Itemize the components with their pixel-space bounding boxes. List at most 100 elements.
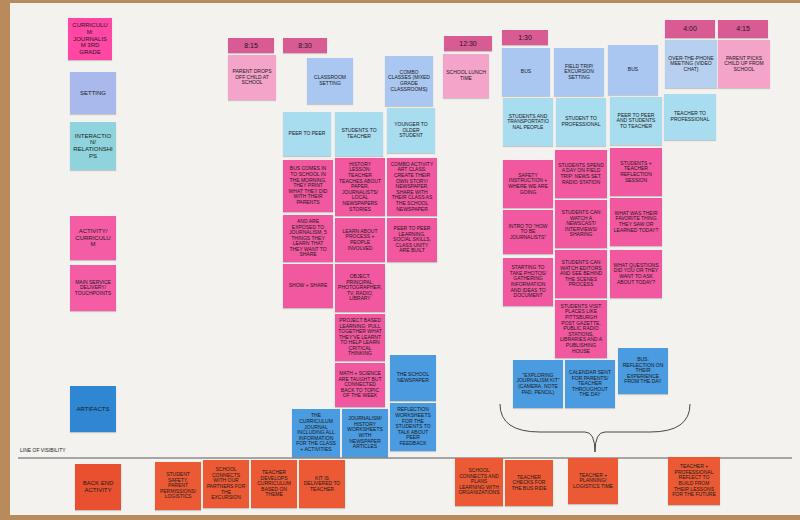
note-text: REFLECTION WORKSHEETS FOR THE STUDENTS T… — [393, 407, 433, 446]
sticky-note: 8:30 — [283, 38, 327, 53]
sticky-note: PARENT DROPS OFF CHILD AT SCHOOL — [228, 55, 276, 100]
note-text: BUS — [611, 67, 655, 73]
note-text: STUDENTS TO TEACHER — [338, 128, 380, 139]
sticky-note: SETTING — [70, 72, 116, 114]
sticky-note: WHAT QUESTIONS DID YOU OR THEY WANT TO A… — [610, 250, 662, 298]
note-text: PEER TO PEER LEARNING, SOCIAL SKILLS, CL… — [390, 226, 434, 254]
note-text: ACTIVITY/ CURRICULUM — [73, 228, 113, 248]
note-text: INTERACTION/ RELATIONSHIPS — [73, 133, 113, 160]
sticky-note: THE SCHOOL NEWSPAPER — [390, 355, 436, 401]
sticky-note: BACK END ACTIVITY — [75, 464, 121, 510]
note-text: TEACHER + PROFESSIONAL REFLECT TO BUILD … — [671, 464, 717, 498]
sticky-note: CURRICULUM: JOURNALISM 3RD GRADE — [68, 18, 112, 60]
note-text: YOUNGER TO OLDER STUDENT — [390, 122, 432, 139]
note-text: WHAT QUESTIONS DID YOU OR THEY WANT TO A… — [613, 263, 659, 285]
sticky-note: STUDENT SAFETY, PARENT PERMISSIONS/ LOGI… — [155, 462, 201, 510]
note-text: SCHOOL LUNCH TIME — [446, 70, 486, 81]
sticky-note: ACTIVITY/ CURRICULUM — [70, 216, 116, 260]
note-text: OVER-THE-PHONE MEETING (VIDEO CHAT) — [668, 56, 714, 73]
sticky-note: SHOW + SHARE — [283, 264, 333, 308]
note-text: 8:30 — [286, 42, 324, 50]
note-text: WHAT WAS THEIR FAVORITE THING THEY SAW O… — [613, 211, 659, 233]
note-text: CLASSROOM SETTING — [310, 75, 350, 86]
sticky-note: STUDENTS CAN WATCH EDITORS AND SEE BEHIN… — [555, 250, 607, 298]
note-text: TEACHER DEVELOPS CURRICULUM BASED ON THE… — [254, 470, 294, 498]
sticky-note: STUDENTS AND TRANSPORTATIONAL PEOPLE — [503, 98, 553, 146]
sticky-note: YOUNGER TO OLDER STUDENT — [387, 108, 435, 153]
note-text: PARENT DROPS OFF CHILD AT SCHOOL — [231, 69, 273, 86]
note-text: TEACHER TO PROFESSIONAL — [667, 111, 713, 122]
note-text: FIELD TRIP/ EXCURSION SETTING — [557, 64, 601, 81]
bracket — [500, 404, 690, 452]
note-text: TEACHER + PLANNING/ LOGISTICS TIME — [571, 473, 615, 490]
note-text: AND ARE EXPOSED TO JOURNALISM, 5 THINGS … — [286, 219, 330, 258]
note-text: COMBO CLASSES (MIXED GRADE CLASSROOMS) — [388, 70, 430, 92]
note-text: CURRICULUM: JOURNALISM 3RD GRADE — [71, 22, 109, 56]
note-text: LEARN ABOUT PROCESS + PEOPLE INVOLVED — [338, 229, 382, 251]
sticky-note: SCHOOL CONNECTS AND PLANS LEARNING WITH … — [455, 458, 503, 506]
sticky-note: TEACHER DEVELOPS CURRICULUM BASED ON THE… — [251, 460, 297, 508]
note-text: PARENT PICKS CHILD UP FROM SCHOOL — [721, 56, 767, 73]
sticky-note: REFLECTION WORKSHEETS FOR THE STUDENTS T… — [390, 403, 436, 451]
sticky-note: TEACHER + PROFESSIONAL REFLECT TO BUILD … — [668, 457, 720, 505]
sticky-note: JOURNALISM/ HISTORY WORKSHEETS WITH NEWS… — [342, 409, 388, 457]
sticky-note: TEACHER + PLANNING/ LOGISTICS TIME — [568, 458, 618, 504]
note-text: BUS — [505, 69, 547, 75]
note-text: CALENDAR SENT FOR PARENTS/ TEACHER THROU… — [568, 370, 612, 398]
sticky-note: 1:30 — [502, 30, 548, 45]
note-text: STUDENTS CAN WATCH A NEWSCAST/ INTERVIEW… — [558, 210, 604, 238]
sticky-note: STUDENTS SPEND A DAY ON FIELD TRIP: NEWS… — [555, 150, 607, 198]
note-text: STUDENTS CAN WATCH EDITORS AND SEE BEHIN… — [558, 260, 604, 288]
note-text: SHOW + SHARE — [286, 283, 330, 289]
sticky-note: STARTING TO TAKE PHOTOS/ GATHERING INFOR… — [503, 258, 553, 306]
note-text: MAIN SERVICE DELIVERY/ TOUCHPOINTS — [73, 280, 113, 297]
sticky-note: 12:30 — [444, 36, 492, 51]
note-text: STUDENTS SPEND A DAY ON FIELD TRIP: NEWS… — [558, 163, 604, 185]
note-text: 4:00 — [668, 25, 712, 33]
sticky-note: 4:15 — [718, 20, 768, 38]
sticky-note: BUS — [608, 45, 658, 95]
note-text: BUS: REFLECTION ON THEIR EXPERIENCE FROM… — [621, 357, 665, 385]
sticky-note: COMBO CLASSES (MIXED GRADE CLASSROOMS) — [385, 56, 433, 106]
note-text: BACK END ACTIVITY — [78, 480, 118, 493]
note-text: OBJECT: PRINCIPAL, PHOTOGRAPHER, TV, RAD… — [338, 274, 382, 302]
sticky-note: CLASSROOM SETTING — [307, 58, 353, 104]
sticky-note: MATH + SCIENCE ARE TAUGHT BUT CONNECTED … — [335, 363, 385, 407]
sticky-note: HISTORY LESSON: TEACHER TEACHES ABOUT PA… — [335, 158, 385, 216]
sticky-note: THE CURRICULUM JOURNAL INCLUDING ALL INF… — [292, 409, 340, 457]
sticky-note: OVER-THE-PHONE MEETING (VIDEO CHAT) — [665, 40, 717, 88]
sticky-note: STUDENTS VISIT PLACES LIKE PITTSBURGH PO… — [555, 300, 607, 358]
sticky-note: PEER TO PEER LEARNING, SOCIAL SKILLS, CL… — [387, 218, 437, 262]
sticky-note: INTRO TO "HOW TO BE JOURNALISTS" — [503, 210, 553, 254]
sticky-note: LEARN ABOUT PROCESS + PEOPLE INVOLVED — [335, 218, 385, 262]
note-text: PROJECT BASED LEARNING: PULL TOGETHER WH… — [338, 318, 382, 357]
note-text: STUDENTS VISIT PLACES LIKE PITTSBURGH PO… — [558, 304, 604, 354]
note-text: 4:15 — [721, 25, 765, 33]
note-text: ARTIFACTS — [73, 406, 113, 413]
sticky-note: BUS COMES IN TO SCHOOL IN THE MORNING, T… — [283, 160, 333, 212]
note-text: SCHOOL CONNECTS WITH OUR PARTNERS FOR TH… — [206, 467, 246, 501]
paper-sheet — [10, 3, 800, 515]
note-text: 8:15 — [231, 42, 271, 50]
sticky-note: COMBO ACTIVITY ART CLASS: CREATE THEIR O… — [387, 158, 437, 216]
sticky-note: STUDENTS CAN WATCH A NEWSCAST/ INTERVIEW… — [555, 200, 607, 248]
sticky-note: ARTIFACTS — [70, 386, 116, 432]
note-text: MATH + SCIENCE ARE TAUGHT BUT CONNECTED … — [338, 371, 382, 399]
note-text: THE CURRICULUM JOURNAL INCLUDING ALL INF… — [295, 413, 337, 452]
note-text: STUDENTS + TEACHER REFLECTION SESSION — [613, 161, 659, 183]
row-label: LINE OF VISIBILITY — [20, 447, 66, 453]
note-text: COMBO ACTIVITY ART CLASS: CREATE THEIR O… — [390, 162, 434, 212]
note-text: SCHOOL CONNECTS AND PLANS LEARNING WITH … — [458, 468, 500, 496]
note-text: PEER TO PEER AND STUDENTS TO TEACHER — [613, 113, 659, 130]
sticky-note: FIELD TRIP/ EXCURSION SETTING — [554, 48, 604, 96]
note-text: THE SCHOOL NEWSPAPER — [393, 372, 433, 383]
sticky-note: "EXPLORING JOURNALISM KIT" (CAMERA, NOTE… — [513, 360, 563, 408]
note-text: KIT IS DELIVERED TO TEACHER — [302, 476, 342, 493]
sticky-note: PEER TO PEER AND STUDENTS TO TEACHER — [610, 97, 662, 145]
sticky-note: PROJECT BASED LEARNING: PULL TOGETHER WH… — [335, 314, 385, 361]
note-text: HISTORY LESSON: TEACHER TEACHES ABOUT PA… — [338, 162, 382, 212]
sticky-note: SCHOOL LUNCH TIME — [443, 54, 489, 98]
note-text: JOURNALISM/ HISTORY WORKSHEETS WITH NEWS… — [345, 416, 385, 450]
